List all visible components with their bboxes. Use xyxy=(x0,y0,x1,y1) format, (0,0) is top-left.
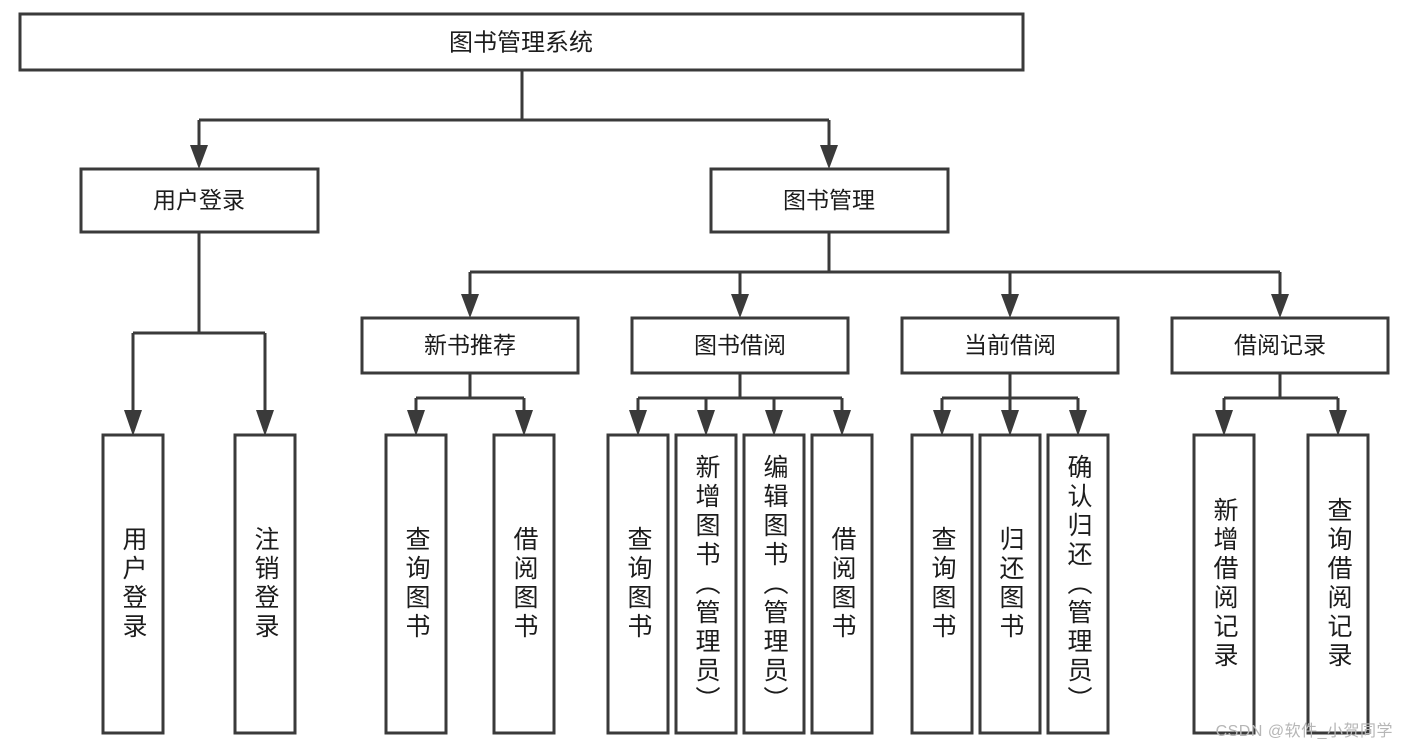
watermark-text: CSDN @软件_小贺同学 xyxy=(1215,723,1393,740)
node-new-book-rec[interactable]: 新书推荐 xyxy=(360,316,580,375)
node-leaf-logout-login-rect[interactable] xyxy=(233,433,297,735)
connector-group-current-borrow xyxy=(933,373,1087,436)
connector-group-root xyxy=(190,70,838,169)
node-root-label: 图书管理系统 xyxy=(449,29,593,56)
connector-new-book-rec-to-leaves xyxy=(414,373,526,415)
node-leaf-return-book-rect[interactable] xyxy=(978,433,1042,735)
node-leaf-confirm-return-rect[interactable] xyxy=(1046,433,1110,735)
connector-user-login-to-leaves xyxy=(131,232,267,415)
node-borrow-record[interactable]: 借阅记录 xyxy=(1170,316,1390,375)
node-leaf-add-book-rect[interactable] xyxy=(674,433,738,735)
node-leaf-edit-book-rect[interactable] xyxy=(742,433,806,735)
connector-book-manage-to-level3 xyxy=(468,232,1282,300)
arrow-head-leaf-query-record xyxy=(1329,410,1347,436)
arrow-head-current-borrow xyxy=(1001,294,1019,318)
node-user-login-rect[interactable] xyxy=(79,167,320,234)
connector-group-user-login xyxy=(124,232,274,436)
node-user-login[interactable]: 用户登录 xyxy=(79,167,320,234)
node-leaf-borrow-book-1-rect[interactable] xyxy=(492,433,556,735)
arrow-head-book-manage xyxy=(820,145,838,169)
node-current-borrow[interactable]: 当前借阅 xyxy=(900,316,1120,375)
node-leaf-query-book-2-rect[interactable] xyxy=(606,433,670,735)
node-book-manage-label: 图书管理 xyxy=(783,187,875,213)
node-current-borrow-rect[interactable] xyxy=(900,316,1120,375)
arrow-head-leaf-add-book xyxy=(697,410,715,436)
node-leaf-user-login-rect[interactable] xyxy=(101,433,165,735)
arrow-head-leaf-logout-login xyxy=(256,410,274,436)
node-root-rect[interactable] xyxy=(18,12,1025,72)
connector-borrow-record-to-leaves xyxy=(1222,373,1340,415)
arrow-head-new-book-rec xyxy=(461,294,479,318)
arrow-head-leaf-user-login xyxy=(124,410,142,436)
node-leaf-query-book-3-rect[interactable] xyxy=(910,433,974,735)
node-leaf-add-record-rect[interactable] xyxy=(1192,433,1256,735)
arrow-head-borrow-record xyxy=(1271,294,1289,318)
connector-group-borrow-record xyxy=(1215,373,1347,436)
arrow-head-leaf-query-book-1 xyxy=(407,410,425,436)
node-current-borrow-label: 当前借阅 xyxy=(964,332,1056,358)
node-book-borrow-label: 图书借阅 xyxy=(694,332,786,358)
connector-root-to-level2 xyxy=(197,70,831,152)
node-new-book-rec-label: 新书推荐 xyxy=(424,332,516,358)
node-borrow-record-label: 借阅记录 xyxy=(1234,332,1326,358)
node-leaf-borrow-book-2-rect[interactable] xyxy=(810,433,874,735)
arrow-head-book-borrow xyxy=(731,294,749,318)
arrow-head-leaf-borrow-book-1 xyxy=(515,410,533,436)
connector-group-book-borrow xyxy=(629,373,851,436)
arrow-head-user-login xyxy=(190,145,208,169)
arrow-head-leaf-query-book-2 xyxy=(629,410,647,436)
node-borrow-record-rect[interactable] xyxy=(1170,316,1390,375)
connector-current-borrow-to-leaves xyxy=(940,373,1080,415)
node-leaf-query-record-rect[interactable] xyxy=(1306,433,1370,735)
node-leaf-query-book-1-rect[interactable] xyxy=(384,433,448,735)
arrow-head-leaf-query-book-3 xyxy=(933,410,951,436)
connector-group-book-manage xyxy=(461,232,1289,318)
node-new-book-rec-rect[interactable] xyxy=(360,316,580,375)
arrow-head-leaf-return-book xyxy=(1001,410,1019,436)
node-book-manage-rect[interactable] xyxy=(709,167,950,234)
arrow-head-leaf-add-record xyxy=(1215,410,1233,436)
arrow-head-leaf-confirm-return xyxy=(1069,410,1087,436)
arrow-head-leaf-edit-book xyxy=(765,410,783,436)
node-book-borrow-rect[interactable] xyxy=(630,316,850,375)
node-book-borrow[interactable]: 图书借阅 xyxy=(630,316,850,375)
arrow-head-leaf-borrow-book-2 xyxy=(833,410,851,436)
node-book-manage[interactable]: 图书管理 xyxy=(709,167,950,234)
node-user-login-label: 用户登录 xyxy=(153,187,245,213)
node-root[interactable]: 图书管理系统 xyxy=(18,12,1025,72)
connector-group-new-book-rec xyxy=(407,373,533,436)
connector-book-borrow-to-leaves xyxy=(636,373,844,415)
